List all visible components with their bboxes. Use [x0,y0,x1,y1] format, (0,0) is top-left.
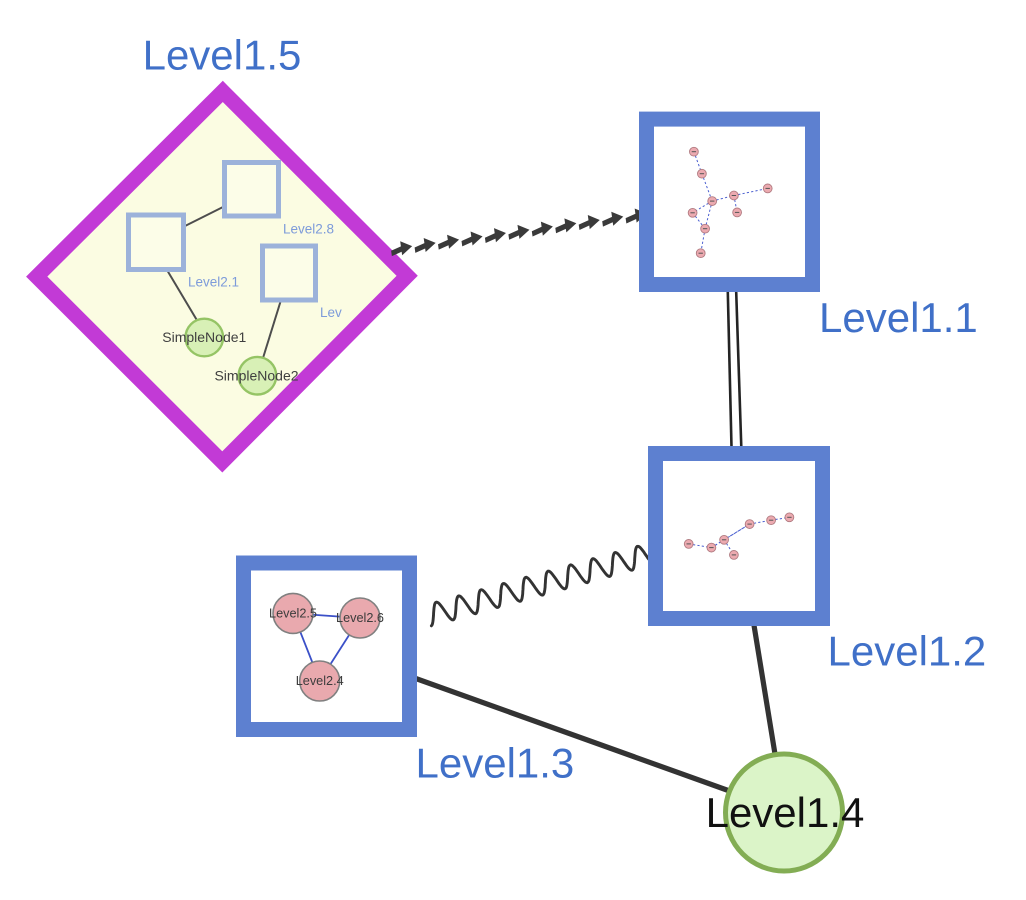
svg-text:Level1.5: Level1.5 [143,32,302,79]
svg-text:Level1.2: Level1.2 [828,628,987,675]
svg-text:Level2.6: Level2.6 [336,611,384,625]
svg-text:Lev: Lev [320,305,342,320]
svg-text:Level1.3: Level1.3 [416,740,575,787]
svg-text:SimpleNode1: SimpleNode1 [162,329,246,345]
svg-text:Level1.4: Level1.4 [706,789,865,836]
svg-text:Level1.1: Level1.1 [819,294,978,341]
svg-text:Level2.5: Level2.5 [269,607,317,621]
svg-text:Level2.8: Level2.8 [283,222,334,237]
svg-text:Level2.1: Level2.1 [188,275,239,290]
svg-text:Level2.4: Level2.4 [296,674,344,688]
svg-text:SimpleNode2: SimpleNode2 [214,368,298,384]
